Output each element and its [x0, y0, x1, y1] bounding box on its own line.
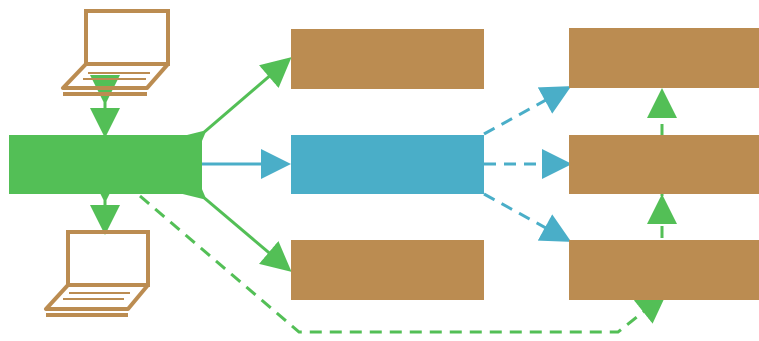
edge-center-right-top	[483, 86, 572, 136]
left-top-node	[291, 29, 484, 89]
edge-hub-left-bottom	[173, 169, 292, 272]
laptop-icon-bottom	[44, 230, 150, 317]
right-bottom-node	[569, 240, 759, 300]
right-middle-node	[569, 135, 759, 194]
edge-hub-right-bottom	[139, 194, 667, 334]
right-top-node	[569, 28, 759, 88]
center-node	[291, 135, 484, 194]
laptop-icon-top	[61, 9, 170, 96]
hub-node	[9, 135, 202, 194]
edge-center-right-bottom	[483, 192, 572, 242]
left-bottom-node	[291, 240, 484, 300]
edge-hub-left-top	[174, 57, 292, 162]
